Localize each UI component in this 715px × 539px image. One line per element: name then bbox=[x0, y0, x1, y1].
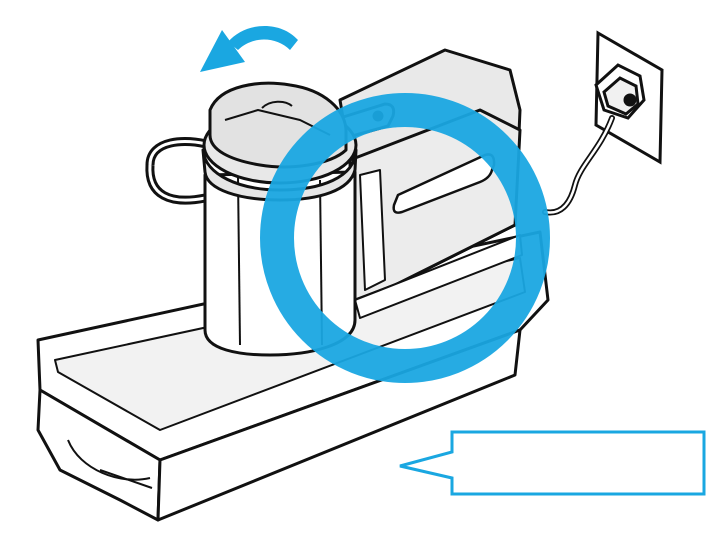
power-plug-icon bbox=[594, 63, 646, 120]
power-cord bbox=[542, 115, 615, 216]
callout-text bbox=[452, 432, 704, 494]
highlight-ring-icon bbox=[260, 93, 550, 383]
rotate-counterclockwise-arrow-icon bbox=[200, 25, 298, 72]
callout-box bbox=[399, 430, 706, 496]
